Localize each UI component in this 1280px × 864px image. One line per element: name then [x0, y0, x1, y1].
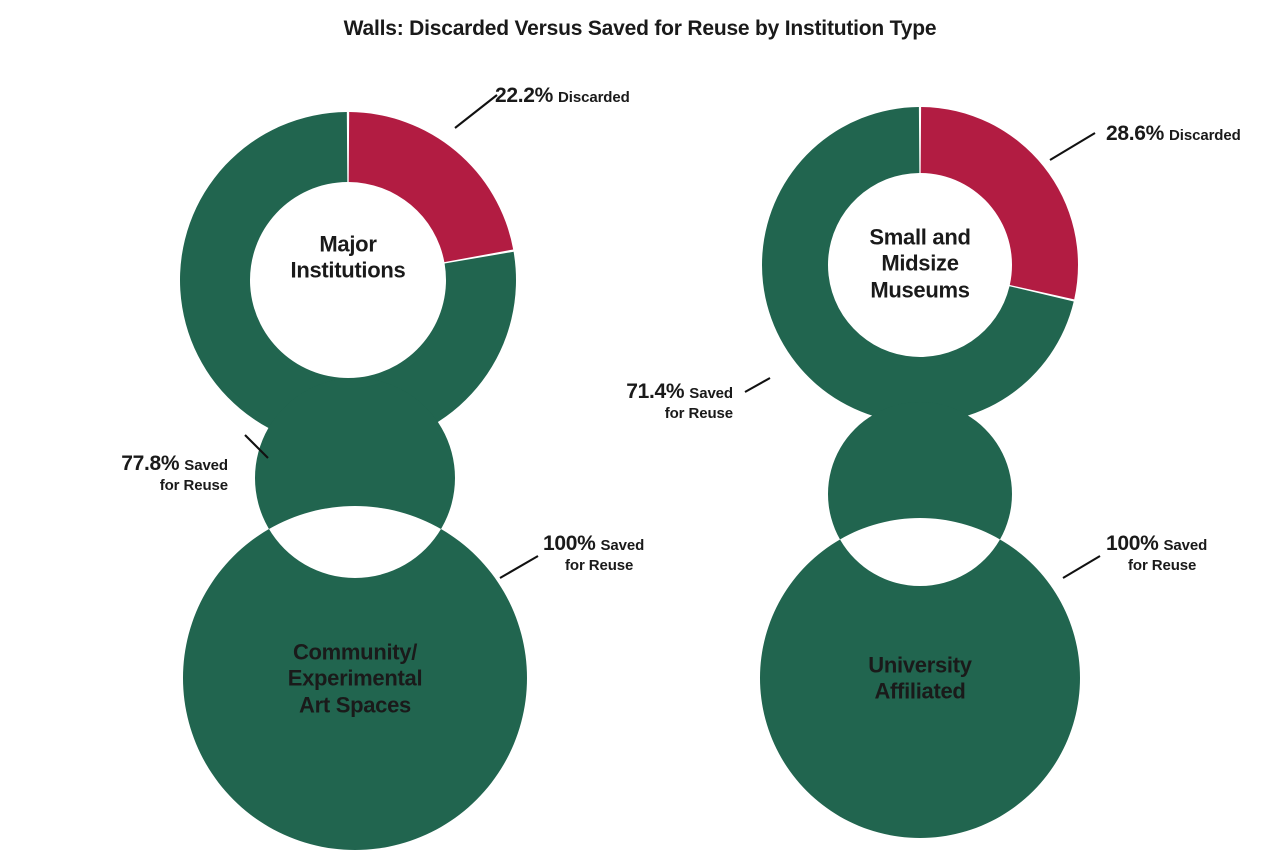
- donut-center-label-university-affiliated: University Affiliated: [868, 652, 972, 704]
- callout-discarded-major-institutions: 22.2%Discarded: [495, 84, 630, 109]
- callout-description: Saved: [1163, 537, 1208, 554]
- callout-saved-major-institutions: 77.8%Saved for Reuse: [0, 452, 228, 494]
- donut-center-label-major-institutions: Major Institutions: [290, 231, 406, 283]
- callout-description: Discarded: [1169, 127, 1241, 144]
- callout-saved-community-experimental-art-spaces: 100%Saved for Reuse: [543, 532, 644, 574]
- callout-description-line2: for Reuse: [1128, 556, 1197, 574]
- leader-line-saved-2: [744, 377, 771, 393]
- callout-percent: 22.2%: [495, 84, 554, 107]
- callout-description-line2: for Reuse: [159, 476, 228, 494]
- callout-saved-university-affiliated: 100%Saved for Reuse: [1106, 532, 1207, 574]
- callout-description: Saved: [689, 385, 733, 402]
- callout-percent: 77.8%: [121, 452, 180, 475]
- callout-description: Saved: [600, 537, 645, 554]
- callout-discarded-small-and-midsize-museums: 28.6%Discarded: [1106, 122, 1241, 147]
- leader-line-discarded-2: [1049, 132, 1096, 161]
- leader-lines-group: [244, 94, 1101, 579]
- donut-slices-group: [180, 107, 1080, 850]
- leader-line-discarded-1: [454, 94, 498, 129]
- callout-saved-small-and-midsize-museums: 71.4%Saved for Reuse: [505, 380, 733, 422]
- callout-description: Discarded: [558, 89, 630, 106]
- page-title: Walls: Discarded Versus Saved for Reuse …: [343, 17, 937, 40]
- leader-line-saved-1: [244, 434, 269, 459]
- callout-description: Saved: [184, 457, 228, 474]
- leader-line-saved-4: [1062, 555, 1101, 579]
- callout-percent: 100%: [1106, 532, 1159, 555]
- donut-center-label-community-experimental-art-spaces: Community/ Experimental Art Spaces: [287, 639, 423, 718]
- donut-center-label-small-and-midsize-museums: Small and Midsize Museums: [869, 224, 971, 303]
- leader-line-saved-3: [499, 555, 539, 579]
- callout-description-line2: for Reuse: [664, 404, 733, 422]
- callout-percent: 71.4%: [626, 380, 685, 403]
- callout-percent: 28.6%: [1106, 122, 1165, 145]
- donut-slice-saved-for-reuse: [182, 378, 527, 850]
- donut-slice-saved-for-reuse: [759, 402, 1080, 839]
- callout-description-line2: for Reuse: [565, 556, 634, 574]
- callout-percent: 100%: [543, 532, 596, 555]
